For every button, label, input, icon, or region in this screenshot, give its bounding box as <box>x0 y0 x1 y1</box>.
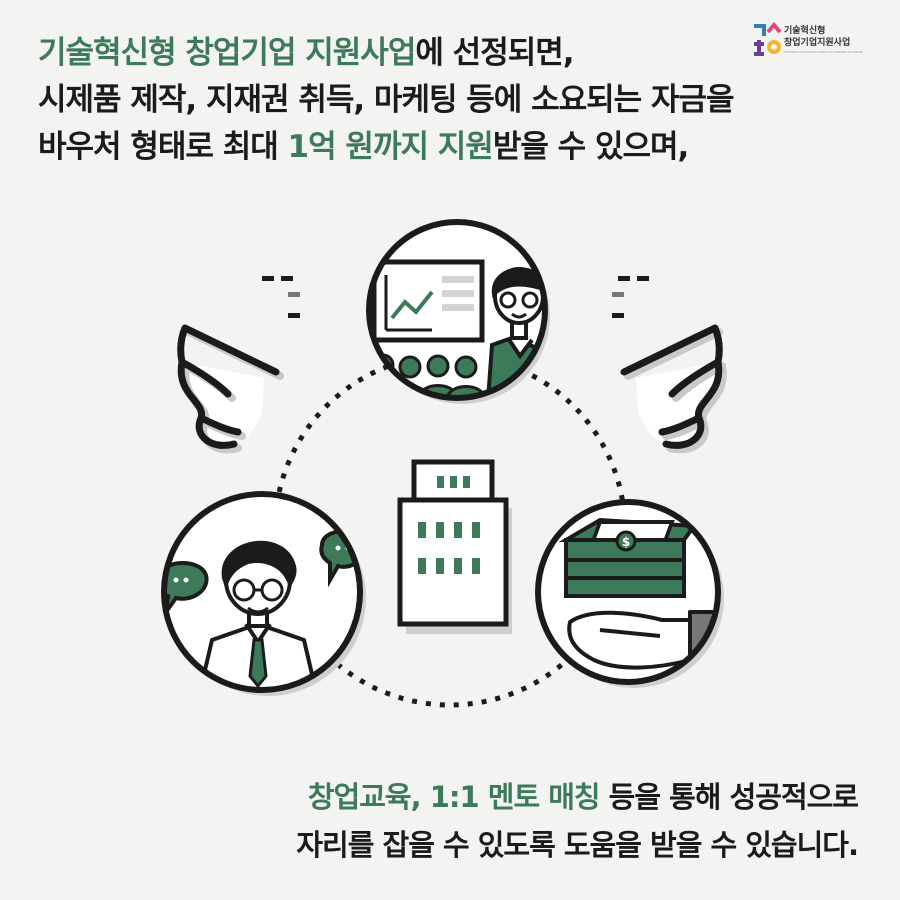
office-building-icon <box>397 459 512 634</box>
program-logo-text: 기술혁신형 창업기업지원사업 <box>784 25 850 49</box>
footer-line-1: 창업교육, 1:1 멘토 매칭 등을 통해 성공적으로 <box>296 773 859 821</box>
money-circle: $ <box>535 499 724 688</box>
mentor-person-icon <box>195 540 321 690</box>
headline-line-1: 기술혁신형 창업기업 지원사업에 선정되면, <box>38 30 738 77</box>
footer-line-1-rest: 등을 통해 성공적으로 <box>599 780 859 814</box>
headline-line-2: 시제품 제작, 지재권 취득, 마케팅 등에 소요되는 자금을 <box>38 82 735 118</box>
dollar-coin-icon <box>615 530 637 552</box>
mentor-circle <box>161 491 366 696</box>
headline-highlight-amount: 1억 원까지 지원 <box>287 129 494 165</box>
footer-line-2: 자리를 잡을 수 있도록 도움을 받을 수 있습니다. <box>296 828 859 862</box>
presentation-screen-icon <box>371 259 485 343</box>
program-logo-subtitle: TECHNOLOGY-DRIVEN START-UP SUPPORT PROGR… <box>784 50 863 54</box>
program-logo: 기술혁신형 창업기업지원사업 TECHNOLOGY-DRIVEN START-U… <box>752 21 877 62</box>
wing-right-icon <box>620 324 727 454</box>
program-logo-line-2: 창업기업지원사업 <box>784 38 851 48</box>
wing-left-icon <box>177 324 284 454</box>
sparkle-dashes-left-icon <box>262 276 300 318</box>
sparkle-dashes-right-icon <box>612 276 649 318</box>
headline-line-3: 바우처 형태로 최대 1억 원까지 지원받을 수 있으며, <box>38 124 738 171</box>
presentation-circle <box>366 219 550 404</box>
headline-line-1-rest: 에 선정되면, <box>415 35 574 71</box>
footer-highlight-mentoring: 창업교육, 1:1 멘토 매칭 <box>307 780 601 814</box>
headline-line-3-post: 받을 수 있으며, <box>492 129 689 165</box>
headline: 기술혁신형 창업기업 지원사업에 선정되면, 시제품 제작, 지재권 취득, 마… <box>38 30 738 171</box>
footer-text: 창업교육, 1:1 멘토 매칭 등을 통해 성공적으로 자리를 잡을 수 있도록… <box>296 773 859 869</box>
dollar-symbol: $ <box>622 535 630 549</box>
program-logo-line-1: 기술혁신형 <box>784 26 826 36</box>
speech-bubble-left-icon <box>164 561 209 614</box>
headline-line-3-pre: 바우처 형태로 최대 <box>38 129 288 165</box>
headline-highlight-program: 기술혁신형 창업기업 지원사업 <box>38 35 416 71</box>
program-logo-mark-icon <box>754 21 782 56</box>
